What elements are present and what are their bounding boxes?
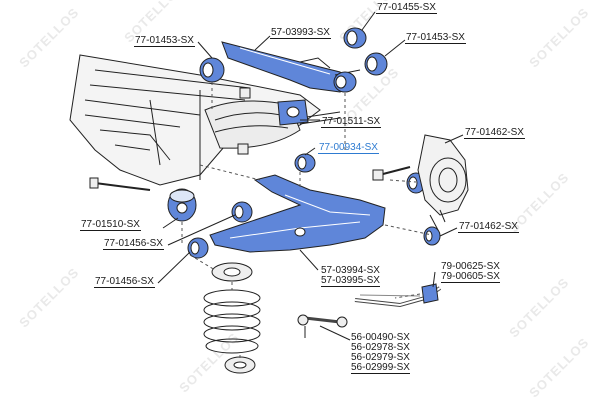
part-label-77-00934[interactable]: 77-00934-SX	[318, 142, 379, 154]
bushing-00934	[294, 153, 316, 173]
bushing-01453-left	[199, 57, 225, 83]
part-label-77-01511: 77-01511-SX	[321, 116, 382, 128]
part-label-77-01456-a: 77-01456-SX	[103, 238, 164, 250]
spring-seat-lower	[224, 356, 256, 374]
wheel-knuckle	[417, 134, 469, 231]
stabilizer-link	[297, 314, 348, 338]
part-label-56-02999: 56-02999-SX	[351, 362, 410, 374]
part-label-77-01456-b: 77-01456-SX	[94, 276, 155, 288]
subframe-structure	[69, 54, 341, 186]
bolt-top	[239, 87, 251, 99]
part-label-79-00625: 79-00625-SX	[441, 261, 500, 272]
part-label-56-00490: 56-00490-SX	[351, 332, 410, 343]
bushing-01456-a	[231, 201, 253, 223]
part-label-77-01462-top: 77-01462-SX	[464, 127, 525, 139]
part-label-56-02978: 56-02978-SX	[351, 342, 410, 353]
part-label-57-03995: 57-03995-SX	[321, 275, 380, 287]
leader-lines	[157, 11, 464, 341]
bolt-subframe-left	[89, 177, 151, 191]
part-label-57-03993: 57-03993-SX	[270, 27, 331, 39]
explode-lines	[181, 82, 433, 360]
bushing-01456-b	[187, 237, 209, 259]
bolt-knuckle	[372, 166, 411, 181]
part-label-79-00625-00605: 79-00625-SX 79-00605-SX	[440, 262, 501, 283]
part-label-56-stabilizer-links: 56-00490-SX 56-02978-SX 56-02979-SX 56-0…	[350, 333, 411, 374]
part-label-57-03994-03995: 57-03994-SX 57-03995-SX	[320, 266, 381, 287]
spring-seat	[211, 262, 253, 282]
part-label-77-01462-bottom: 77-01462-SX	[458, 221, 519, 233]
part-label-56-02979: 56-02979-SX	[351, 352, 410, 363]
part-label-57-03994: 57-03994-SX	[321, 265, 380, 276]
part-label-77-01510: 77-01510-SX	[80, 219, 141, 231]
part-label-77-01455: 77-01455-SX	[376, 2, 437, 14]
bushing-upper-center	[333, 71, 357, 93]
bushing-01455	[343, 27, 367, 49]
part-label-77-01453-right: 77-01453-SX	[405, 32, 466, 44]
part-label-77-01453-left: 77-01453-SX	[134, 35, 195, 47]
bolt-mid	[237, 143, 249, 155]
part-label-79-00605: 79-00605-SX	[441, 271, 500, 283]
diff-mount-01511	[277, 99, 309, 126]
stabilizer-bushing	[421, 283, 439, 304]
bushing-01510	[167, 188, 197, 222]
coil-spring	[203, 289, 261, 354]
bushing-01462-bottom	[423, 226, 441, 246]
bushing-01453-right	[364, 52, 388, 76]
lower-control-arm	[209, 174, 386, 253]
